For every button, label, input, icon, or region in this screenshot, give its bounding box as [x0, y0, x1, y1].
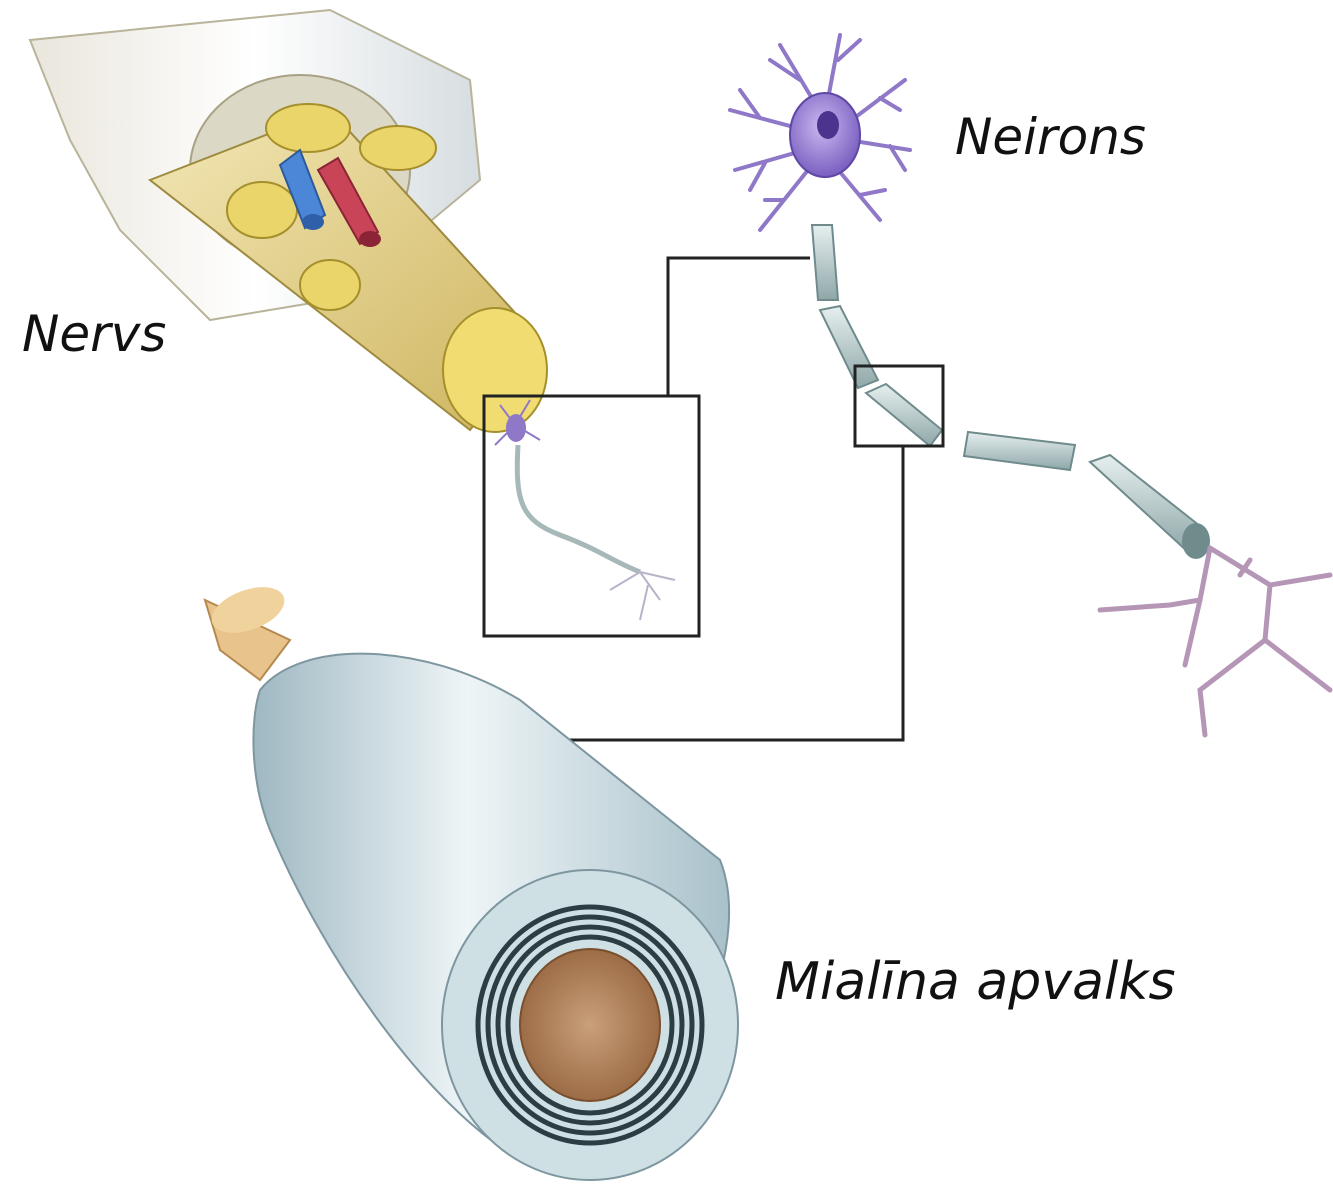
mini-neuron	[495, 400, 675, 620]
nerve-illustration	[30, 10, 547, 432]
myelin-sheath-illustration	[205, 578, 738, 1180]
nerve-label: Nervs	[22, 305, 166, 363]
myelin-sheath-label: Mialīna apvalks	[775, 952, 1176, 1012]
zoom-connectors	[484, 258, 943, 740]
neuron-label: Neirons	[955, 108, 1146, 166]
